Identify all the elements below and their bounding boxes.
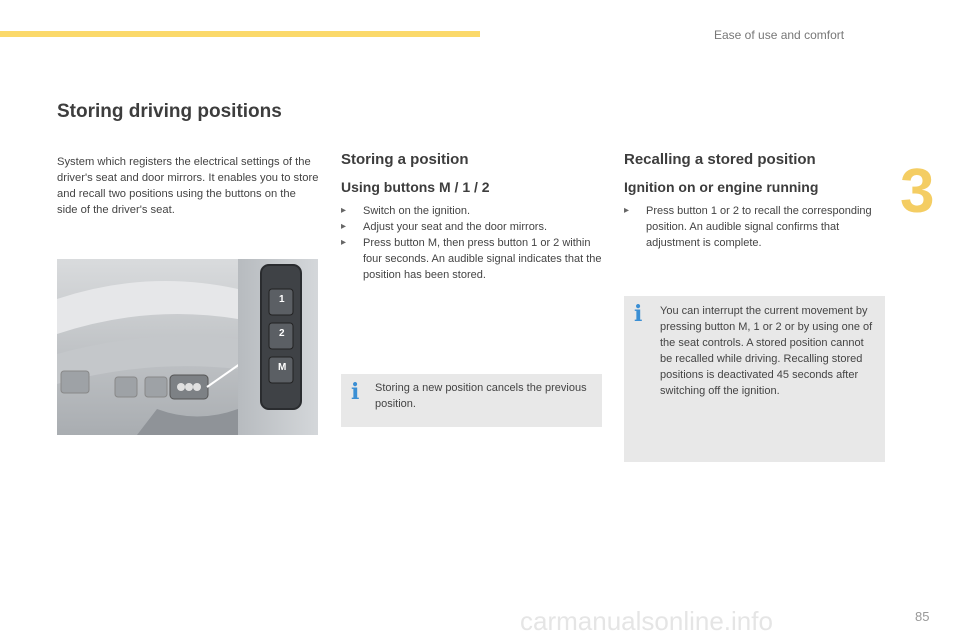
section-title: Ease of use and comfort <box>714 28 845 42</box>
recalling-steps: ▸Press button 1 or 2 to recall the corre… <box>624 203 886 251</box>
list-item: ▸Press button 1 or 2 to recall the corre… <box>624 205 872 249</box>
list-item: ▸Adjust your seat and the door mirrors. <box>341 221 548 233</box>
recalling-info-text: You can interrupt the current movement b… <box>660 305 873 397</box>
info-icon: i <box>634 301 643 327</box>
step-bullet-icon: ▸ <box>341 205 347 216</box>
intro-paragraph: System which registers the electrical se… <box>57 156 319 216</box>
storing-subtitle: Using buttons M / 1 / 2 <box>341 179 490 195</box>
page-number: 85 <box>915 609 930 624</box>
info-icon: i <box>351 379 360 405</box>
storing-title: Storing a position <box>341 151 469 168</box>
page-title: Storing driving positions <box>57 101 282 122</box>
step-bullet-icon: ▸ <box>624 205 630 216</box>
storing-info-box: i Storing a new position cancels the pre… <box>341 374 602 427</box>
storing-steps: ▸Switch on the ignition. ▸Adjust your se… <box>341 203 606 283</box>
recalling-section: Recalling a stored position Ignition on … <box>624 151 886 251</box>
header-accent-bar <box>0 31 480 37</box>
photo-button-1: 1 <box>279 294 285 305</box>
chapter-number: 3 <box>900 157 935 226</box>
recalling-title: Recalling a stored position <box>624 151 816 168</box>
step-bullet-icon: ▸ <box>341 237 347 248</box>
recalling-subtitle: Ignition on or engine running <box>624 179 819 195</box>
storing-info-text: Storing a new position cancels the previ… <box>375 382 587 410</box>
watermark: carmanualsonline.info <box>520 606 773 636</box>
seat-buttons-photo: 1 2 M <box>57 259 318 435</box>
photo-button-2: 2 <box>279 328 285 339</box>
photo-button-m: M <box>278 362 287 373</box>
step-bullet-icon: ▸ <box>341 221 347 232</box>
list-item: ▸Press button M, then press button 1 or … <box>341 237 602 281</box>
storing-section: Storing a position Using buttons M / 1 /… <box>341 151 606 283</box>
list-item: ▸Switch on the ignition. <box>341 205 471 217</box>
recalling-info-box: i You can interrupt the current movement… <box>624 296 885 462</box>
